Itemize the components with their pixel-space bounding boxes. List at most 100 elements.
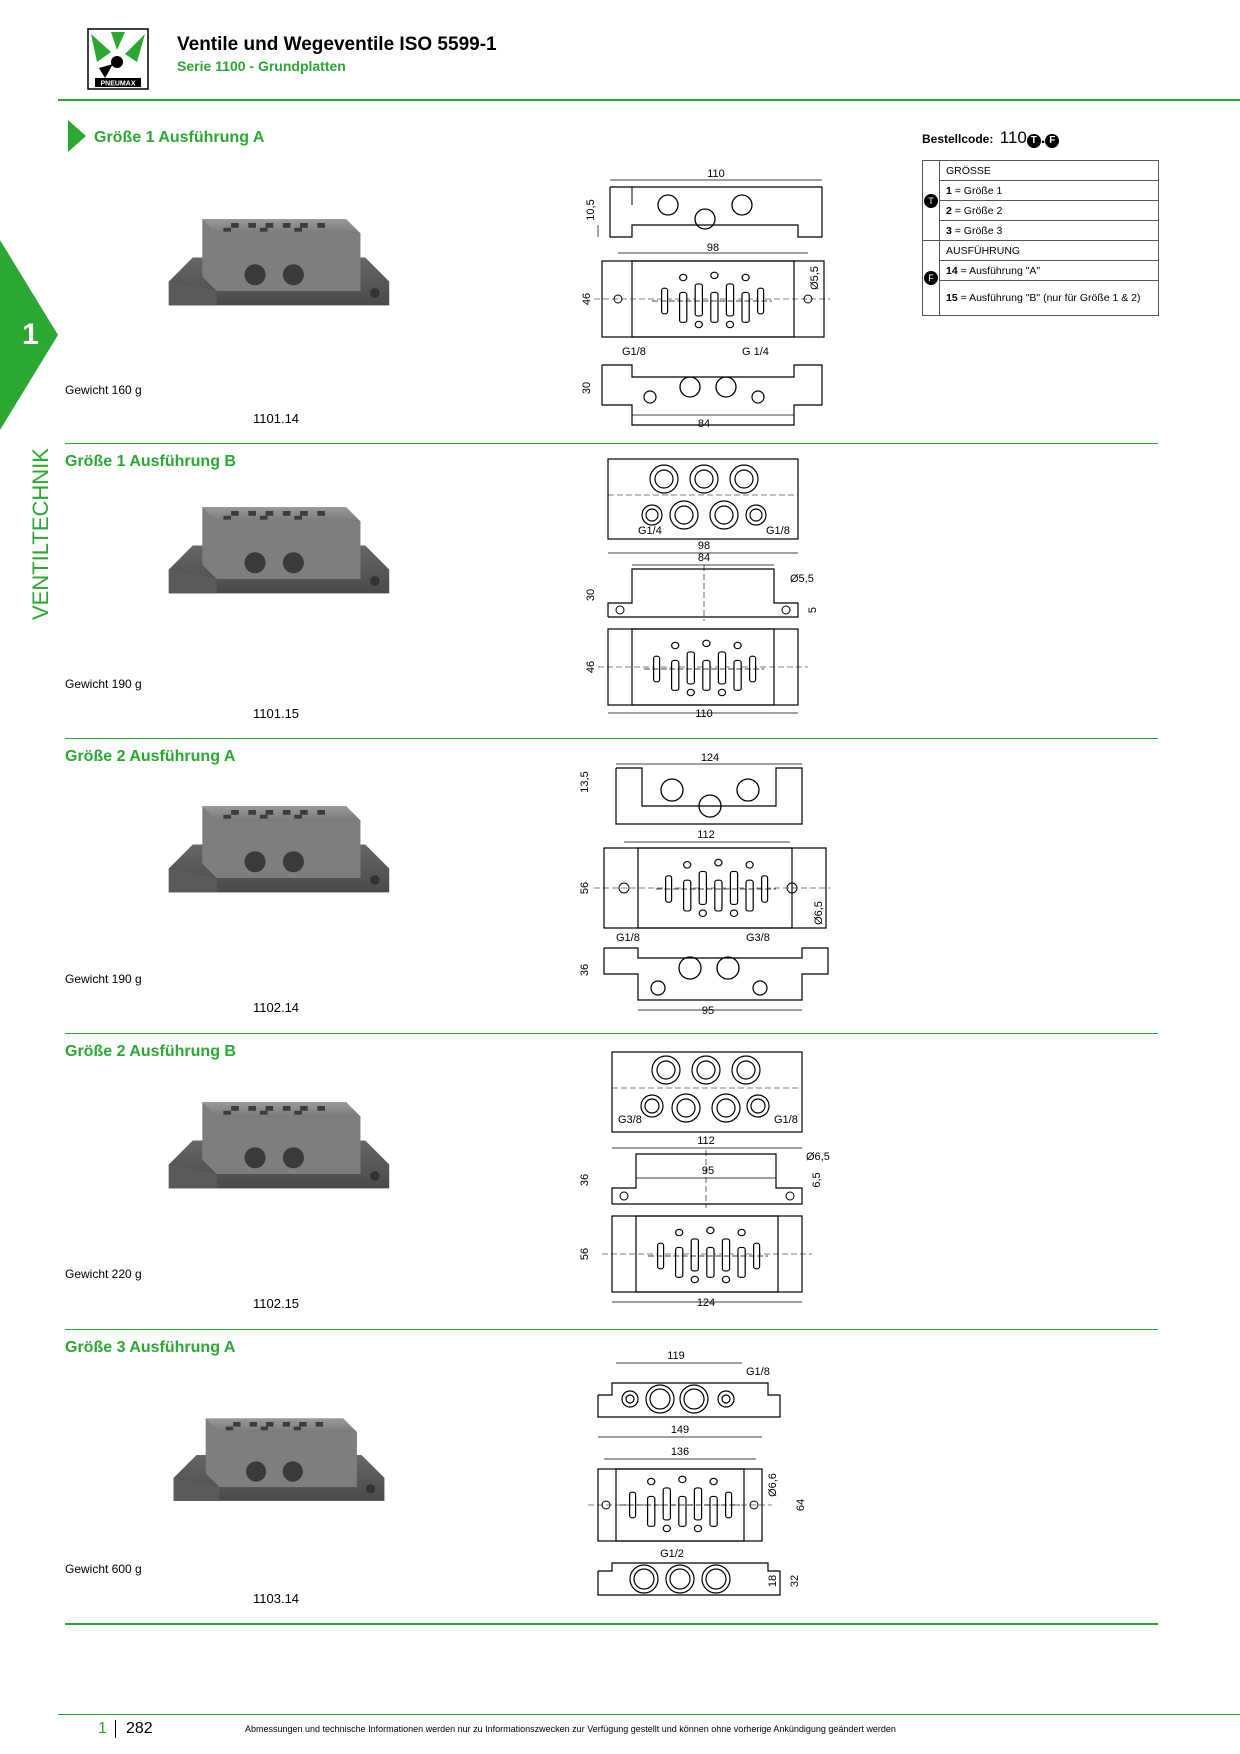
chapter-label: VENTILTECHNIK — [28, 448, 53, 620]
article-code: 1102.14 — [253, 1000, 300, 1015]
port-label: G1/8 — [616, 932, 640, 944]
dim-label: 5 — [807, 607, 819, 613]
table-row: 14 = Ausführung "A" — [939, 260, 1159, 281]
port-label: G3/8 — [746, 932, 770, 944]
technical-drawing: 110 10,5 98 46 Ø5,5 G1/8 G 1/4 30 84 — [581, 168, 830, 430]
section-title: Größe 1 Ausführung B — [65, 453, 236, 470]
product-photo — [168, 507, 390, 594]
page-number: 282 — [126, 1720, 153, 1737]
article-code: 1101.15 — [253, 706, 300, 721]
port-label: G1/8 — [746, 1366, 770, 1378]
section-title: Größe 2 Ausführung B — [65, 1043, 236, 1060]
technical-drawing: G1/4 G1/8 98 84 Ø5,5 30 5 46 110 — [585, 458, 819, 720]
dim-label: 36 — [580, 964, 591, 976]
table-header-ausfuehrung: AUSFÜHRUNG — [939, 240, 1159, 261]
weight-label: Gewicht 190 g — [65, 677, 142, 691]
order-code-label: Bestellcode: — [922, 132, 994, 146]
article-code: 1102.15 — [253, 1296, 300, 1311]
page-subtitle: Serie 1100 - Grundplatten — [177, 58, 346, 74]
footer-divider — [58, 1714, 1240, 1715]
dim-label: Ø5,5 — [790, 573, 814, 585]
section-divider — [65, 1623, 1158, 1625]
dim-label: Ø6,5 — [806, 1151, 830, 1163]
footer-separator — [115, 1720, 116, 1738]
table-marker-t: T — [924, 193, 938, 208]
dim-label: 84 — [698, 418, 710, 430]
port-label: G1/4 — [638, 525, 662, 537]
weight-label: Gewicht 190 g — [65, 972, 142, 986]
port-label: G 1/4 — [742, 346, 769, 358]
dim-label: 110 — [695, 708, 713, 720]
dim-label: 98 — [707, 242, 719, 254]
dim-label: 95 — [702, 1005, 714, 1017]
dim-label: 112 — [697, 1135, 715, 1147]
order-code-value: 110 — [999, 128, 1027, 147]
technical-drawing: 124 13,5 112 56 Ø6,5 G1/8 G3/8 36 95 — [580, 752, 830, 1017]
port-label: G1/8 — [774, 1114, 798, 1126]
dim-label: 46 — [581, 293, 593, 305]
product-photo — [173, 1418, 385, 1501]
dim-label: Ø5,5 — [809, 266, 821, 290]
section-title: Größe 3 Ausführung A — [65, 1339, 236, 1356]
order-code-dot: . — [1040, 130, 1046, 147]
dim-label: 119 — [667, 1350, 685, 1362]
port-label: G3/8 — [618, 1114, 642, 1126]
table-row: 2 = Größe 2 — [939, 200, 1159, 221]
order-code-table: T GRÖSSE 1 = Größe 1 2 = Größe 2 3 = Grö… — [922, 160, 1159, 316]
order-marker-t: T — [1026, 134, 1041, 148]
weight-label: Gewicht 220 g — [65, 1267, 142, 1281]
section-divider — [65, 738, 1158, 739]
dim-label: 30 — [585, 589, 597, 601]
footer-note: Abmessungen und technische Informationen… — [245, 1724, 896, 1734]
dim-label: 95 — [702, 1165, 714, 1177]
dim-label: 84 — [698, 552, 710, 564]
dim-label: 149 — [671, 1424, 689, 1436]
dim-label: Ø6,5 — [813, 901, 825, 925]
dim-label: 110 — [707, 168, 725, 180]
chapter-number: 1 — [22, 318, 39, 351]
dim-label: 98 — [698, 540, 710, 552]
page-title: Ventile und Wegeventile ISO 5599-1 — [177, 34, 497, 55]
header-divider — [58, 99, 1240, 101]
order-marker-f: F — [1045, 134, 1060, 148]
section-divider — [65, 443, 1158, 444]
footer-chapter: 1 — [98, 1720, 107, 1737]
dim-label: 56 — [580, 882, 591, 894]
dim-label: 56 — [580, 1248, 591, 1260]
article-code: 1103.14 — [253, 1591, 300, 1606]
dim-label: 36 — [580, 1174, 591, 1186]
dim-label: 124 — [701, 752, 719, 764]
dim-label: Ø6,6 — [767, 1473, 779, 1497]
chapter-tab — [0, 240, 58, 430]
weight-label: Gewicht 160 g — [65, 383, 142, 397]
dim-label: 6,5 — [811, 1172, 823, 1187]
article-code: 1101.14 — [253, 411, 300, 426]
section-divider — [65, 1329, 1158, 1330]
port-label: G1/8 — [622, 346, 646, 358]
product-photo — [168, 1102, 390, 1189]
dim-label: 32 — [789, 1575, 801, 1587]
dim-label: 13,5 — [580, 771, 591, 792]
section-divider — [65, 1033, 1158, 1034]
section-arrow — [68, 120, 86, 152]
technical-drawing: 119 G1/8 149 136 Ø6,6 64 G1/2 18 32 — [588, 1350, 807, 1596]
section-title: Größe 1 Ausführung A — [94, 129, 265, 146]
dim-label: 124 — [697, 1297, 715, 1309]
dim-label: 30 — [581, 382, 593, 394]
table-row: 15 = Ausführung "B" (nur für Größe 1 & 2… — [939, 280, 1159, 316]
port-label: G1/2 — [660, 1548, 684, 1560]
table-row: 1 = Größe 1 — [939, 180, 1159, 201]
logo-text: PNEUMAX — [100, 81, 135, 88]
weight-label: Gewicht 600 g — [65, 1562, 142, 1576]
product-photo — [168, 219, 390, 306]
table-marker-f: F — [924, 271, 938, 285]
table-header-groesse: GRÖSSE — [939, 160, 1159, 181]
pneumax-logo: PNEUMAX — [87, 28, 149, 90]
table-row: 3 = Größe 3 — [939, 220, 1159, 241]
product-photo — [168, 806, 390, 893]
port-label: G1/8 — [766, 525, 790, 537]
dim-label: 136 — [671, 1446, 689, 1458]
dim-label: 64 — [795, 1499, 807, 1511]
dim-label: 18 — [767, 1575, 779, 1587]
